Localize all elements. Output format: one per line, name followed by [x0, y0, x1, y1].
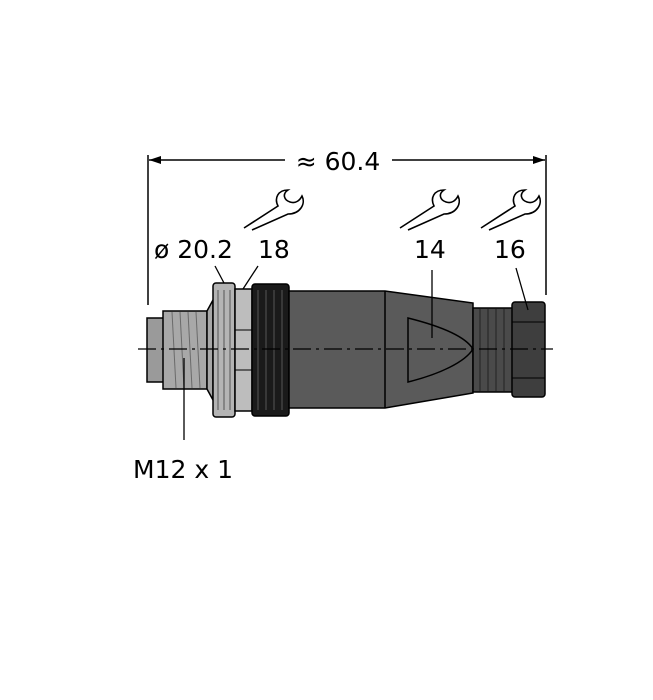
wrench-size-16-label: 16	[494, 235, 526, 264]
connector	[146, 282, 546, 418]
leader-lines	[183, 265, 529, 440]
cable-gland	[472, 307, 514, 393]
m12-thread	[162, 310, 208, 390]
wrench-icon	[243, 189, 305, 231]
wrench-icon	[399, 189, 461, 231]
overall-length-label: ≈ 60.4	[296, 147, 381, 176]
overall-length-dimension: ≈ 60.4	[147, 147, 547, 305]
collar-diameter-label: ø 20.2	[154, 235, 233, 264]
coupling-hex	[234, 288, 253, 412]
thread-label: M12 x 1	[133, 455, 233, 484]
wrench-size-18-label: 18	[258, 235, 290, 264]
wrench-size-14-label: 14	[414, 235, 446, 264]
wrench-icon	[480, 189, 542, 231]
